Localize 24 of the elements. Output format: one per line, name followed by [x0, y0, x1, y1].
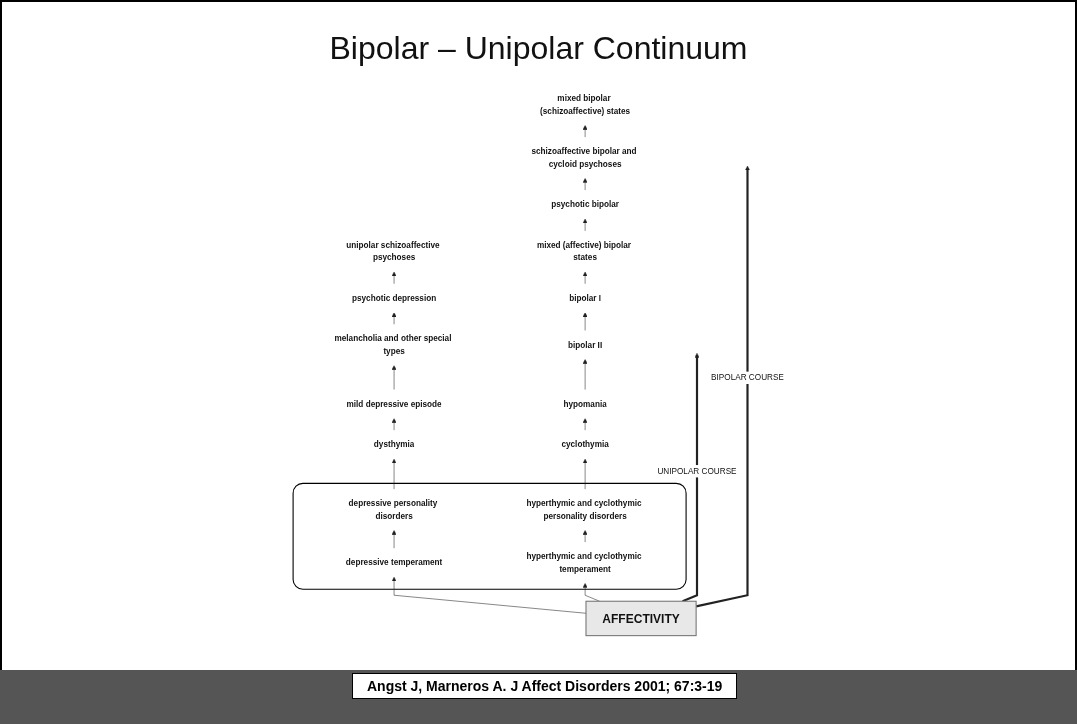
node-text: depressive temperament: [345, 557, 443, 567]
node-text: melancholia and other special types: [334, 333, 452, 356]
title: Bipolar – Unipolar Continuum: [329, 30, 748, 67]
node-text: mixed (affective) bipolar states: [536, 240, 632, 262]
node-text: depressive personality disorders: [348, 498, 438, 521]
node-text: dysthymia: [373, 439, 415, 449]
node-text: cyclothymia: [561, 439, 609, 449]
node-text: hyperthymic and cyclothymic temperament: [526, 551, 642, 574]
node-text: unipolar schizoaffective psychoses: [346, 240, 440, 262]
node-text: hypomania: [563, 399, 607, 409]
cluster: [292, 482, 687, 590]
node-box: AFFECTIVITY: [585, 600, 697, 637]
node-text: mixed bipolar (schizoaffective) states: [540, 93, 631, 116]
node-text: psychotic bipolar: [551, 199, 620, 209]
node-text: psychotic depression: [351, 293, 437, 303]
node-text: bipolar I: [569, 293, 602, 303]
node-text: bipolar II: [568, 339, 603, 350]
edge-label: BIPOLAR COURSE: [711, 372, 784, 382]
edge-label: UNIPOLAR COURSE: [657, 466, 737, 476]
citation-note: Angst J, Marneros A. J Affect Disorders 2001; 67:3-19: [352, 673, 738, 699]
node-text: schizoaffective bipolar and cycloid psychoses: [531, 146, 637, 169]
node-text: hyperthymic and cyclothymic personality disorders: [526, 498, 642, 521]
arrow: [682, 352, 700, 603]
node-text: mild depressive episode: [346, 399, 442, 409]
